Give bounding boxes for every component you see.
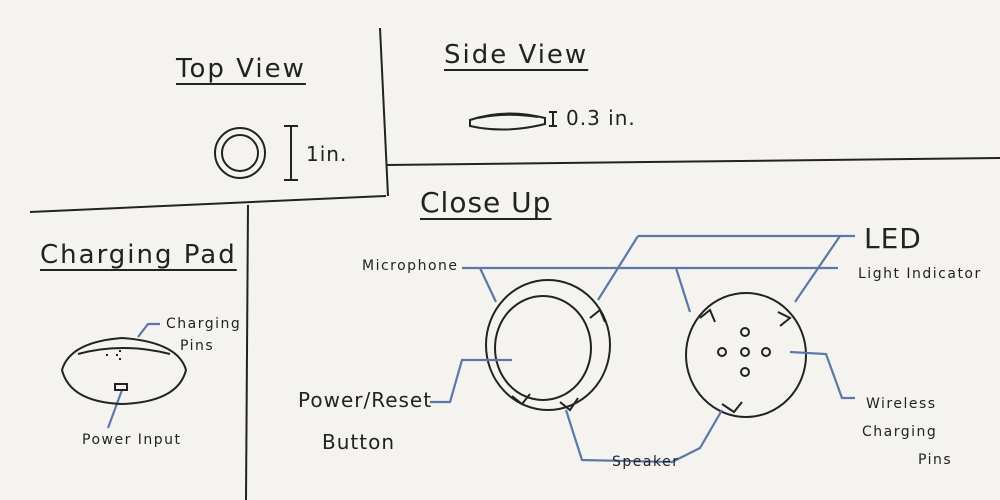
label-wireless: Wireless bbox=[866, 396, 937, 412]
label-microphone: Microphone bbox=[362, 258, 459, 274]
power-input-leader bbox=[106, 389, 124, 429]
label-power-reset: Power/Reset bbox=[298, 388, 433, 412]
close-up-title: Close Up bbox=[420, 186, 552, 219]
leader-lines bbox=[106, 234, 855, 464]
label-wireless-charging: Charging bbox=[862, 424, 938, 440]
panel-dividers bbox=[29, 27, 1000, 500]
top-view-title: Top View bbox=[176, 54, 306, 84]
side-view-dimension-marker bbox=[549, 111, 557, 127]
label-wireless-pins: Pins bbox=[918, 452, 953, 468]
closeup-ring-back bbox=[685, 292, 807, 418]
label-power-reset-button: Button bbox=[322, 430, 395, 454]
wireless-leader bbox=[789, 350, 855, 400]
top-view-dimension: 1in. bbox=[306, 142, 348, 166]
closeup-ring-front bbox=[485, 279, 611, 412]
label-led: LED bbox=[864, 222, 922, 255]
label-speaker: Speaker bbox=[612, 454, 680, 470]
label-charging-pins-2: Pins bbox=[180, 338, 215, 354]
top-view-dimension-marker bbox=[284, 125, 298, 181]
speaker-leader bbox=[564, 409, 723, 464]
side-view-title: Side View bbox=[444, 40, 589, 70]
top-view-ring bbox=[214, 127, 266, 179]
charging-pad-title: Charging Pad bbox=[40, 240, 237, 270]
label-charging-pins: Charging bbox=[166, 316, 242, 332]
charging-pins-leader bbox=[137, 322, 160, 338]
label-light-indicator: Light Indicator bbox=[858, 266, 982, 282]
power-leader bbox=[430, 358, 512, 404]
label-power-input: Power Input bbox=[82, 432, 182, 448]
side-view-ring bbox=[469, 112, 546, 131]
charging-pad bbox=[60, 336, 188, 406]
side-view-dimension: 0.3 in. bbox=[566, 106, 636, 130]
